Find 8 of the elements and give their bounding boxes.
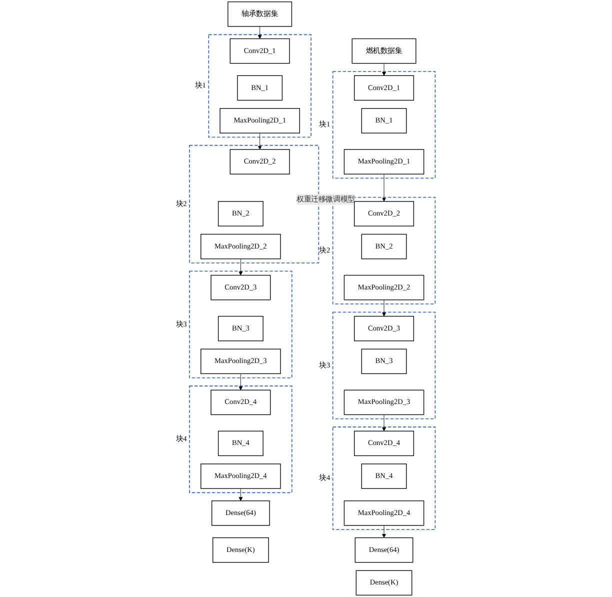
cluster xyxy=(332,312,436,420)
cluster xyxy=(208,34,312,138)
cluster xyxy=(190,144,320,264)
cluster xyxy=(332,196,436,304)
cluster xyxy=(332,426,436,530)
cluster xyxy=(190,386,293,494)
cluster xyxy=(332,71,436,179)
cluster xyxy=(190,270,293,378)
